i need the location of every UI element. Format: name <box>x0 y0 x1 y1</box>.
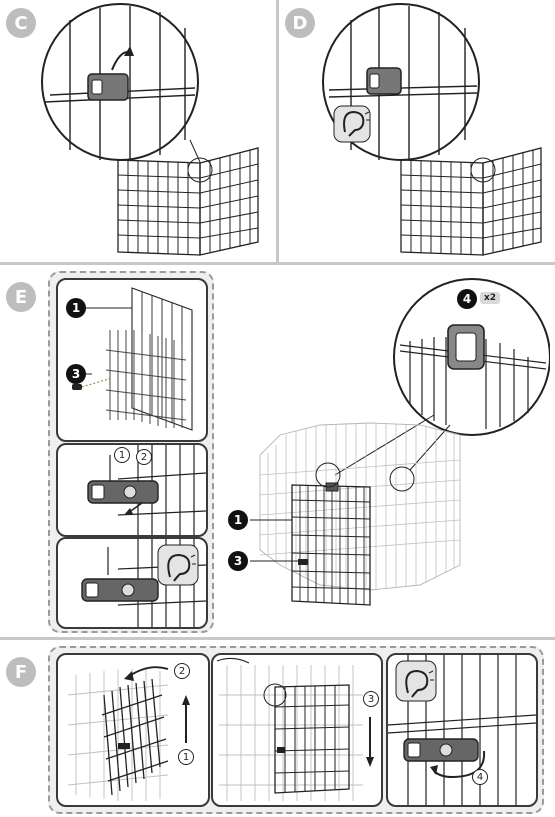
top-horizontal-divider <box>0 262 555 265</box>
step-e-sub-2: 1 2 <box>56 443 208 537</box>
ear-listen-icon <box>333 105 371 143</box>
clip-locked-illustration <box>81 539 206 627</box>
step-e-badge: E <box>6 282 36 312</box>
clip-icon <box>81 578 159 602</box>
step-f-marker-3: 3 <box>363 691 379 707</box>
handle-clip-icon <box>447 324 485 370</box>
enclosure-callout-1: 1 <box>228 510 248 530</box>
step-f-marker-1: 1 <box>178 749 194 765</box>
step-d-badge: D <box>285 8 315 38</box>
clip-attach-illustration <box>87 445 206 535</box>
step-f-sub-2: 3 <box>211 653 383 807</box>
top-vertical-divider <box>276 0 279 262</box>
step-f-sub-3: 4 <box>386 653 538 807</box>
lift-panel-illustration <box>67 666 190 801</box>
mid-horizontal-divider <box>0 637 555 640</box>
step-f-panel: F 2 <box>0 640 555 817</box>
step-c-illustration <box>41 3 259 256</box>
step-f-sub-1: 2 1 <box>56 653 210 807</box>
ear-listen-icon <box>395 660 437 702</box>
octagon-enclosure-illustration <box>250 278 550 606</box>
step-e-sub-1: 1 3 <box>56 278 208 442</box>
callout-4: 4 <box>457 289 477 309</box>
step-f-marker-2: 2 <box>174 663 190 679</box>
clip-icon <box>403 738 479 762</box>
ear-listen-icon <box>157 544 199 586</box>
lower-panel-illustration <box>216 657 374 801</box>
step-c-badge: C <box>6 8 36 38</box>
clip-icon <box>87 73 129 101</box>
clip-icon <box>87 480 159 504</box>
step-d-panel: D <box>279 0 555 262</box>
lock-clip-illustration <box>388 655 536 805</box>
callout-3: 3 <box>66 364 86 384</box>
substep-1: 1 <box>114 447 130 463</box>
clip-icon <box>366 67 402 95</box>
callout-1: 1 <box>66 298 86 318</box>
step-e-panel: E 1 <box>0 265 555 637</box>
step-e-sub-3 <box>56 537 208 629</box>
rotate-arrow-icon <box>430 750 486 779</box>
step-c-panel: C <box>0 0 276 262</box>
panel-parts-illustration <box>72 287 193 431</box>
quantity-label: x2 <box>480 292 501 304</box>
enclosure-callout-3: 3 <box>228 551 248 571</box>
step-d-illustration <box>322 3 542 256</box>
substep-2: 2 <box>136 449 152 465</box>
step-f-badge: F <box>6 657 36 687</box>
step-f-marker-4: 4 <box>472 769 488 785</box>
